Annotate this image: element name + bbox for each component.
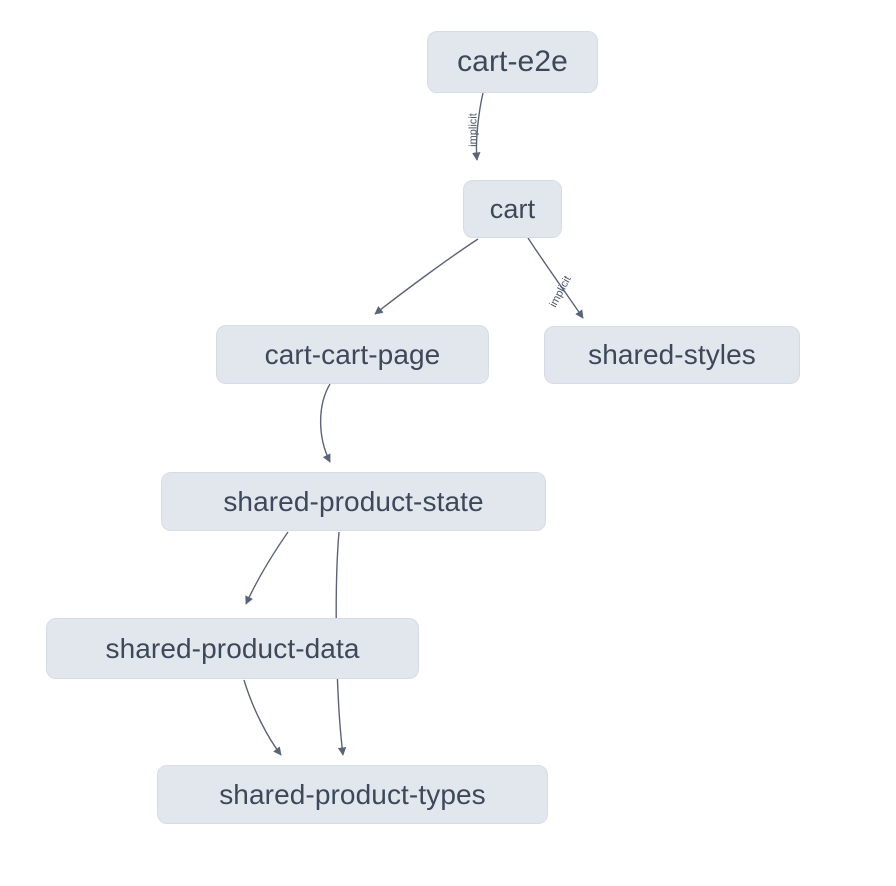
node-cart-cart-page[interactable]: cart-cart-page [216, 325, 489, 384]
node-shared-product-state[interactable]: shared-product-state [161, 472, 546, 531]
edge-shared-product-data__shared-product-types [243, 679, 282, 756]
edge-cart-cart-page__shared-product-state [319, 383, 331, 463]
node-label-shared-product-data: shared-product-data [105, 632, 360, 664]
node-label-shared-product-types: shared-product-types [219, 778, 486, 810]
node-shared-product-data[interactable]: shared-product-data [46, 618, 419, 679]
edge-label-cart-to-shared-styles: implicit [547, 274, 574, 310]
node-label-shared-styles: shared-styles [588, 339, 756, 370]
node-cart-e2e[interactable]: cart-e2e [427, 31, 598, 93]
node-label-cart-e2e: cart-e2e [457, 45, 568, 78]
node-label-cart: cart [489, 193, 536, 224]
edge-label-cart-e2e-to-cart: implicit [467, 113, 480, 147]
edge-shared-product-state__shared-product-data [245, 531, 289, 605]
node-label-cart-cart-page: cart-cart-page [264, 338, 441, 370]
node-cart[interactable]: cart [463, 180, 562, 238]
edge-cart__cart-cart-page [374, 238, 479, 315]
node-shared-styles[interactable]: shared-styles [544, 326, 800, 384]
node-shared-product-types[interactable]: shared-product-types [157, 765, 548, 824]
node-label-shared-product-state: shared-product-state [223, 485, 484, 517]
